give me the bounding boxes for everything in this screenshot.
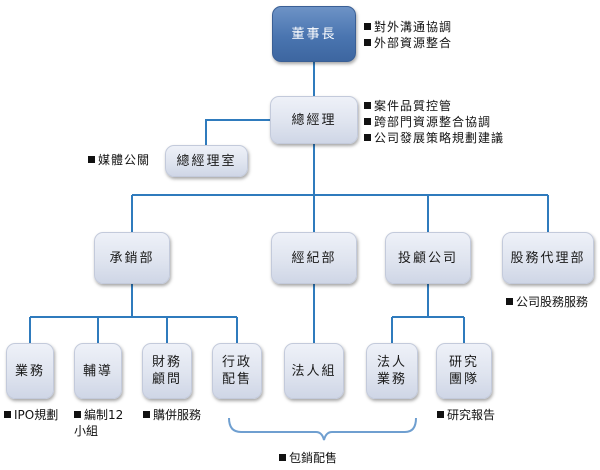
bullet-square-icon xyxy=(364,23,371,30)
bullet-square-icon xyxy=(143,411,150,418)
node-research-team: 研究 團隊 xyxy=(436,343,492,399)
node-admin-alloc: 行政 配售 xyxy=(212,343,262,399)
bullet-square-icon xyxy=(4,411,11,418)
notes-research-team: 研究報告 xyxy=(437,407,495,423)
notes-gm: 案件品質控管 跨部門資源整合協調 公司發展策略規劃建議 xyxy=(364,98,504,146)
node-fin-advisor: 財務 顧問 xyxy=(142,343,192,399)
bullet-square-icon xyxy=(437,411,444,418)
node-brokerage: 經紀部 xyxy=(271,232,357,284)
bullet-square-icon xyxy=(88,156,95,163)
notes-chairman: 對外溝通協調 外部資源整合 xyxy=(364,19,452,51)
bullet-square-icon xyxy=(364,102,371,109)
bullet-square-icon xyxy=(506,298,513,305)
notes-agency: 公司股務服務 xyxy=(506,294,588,310)
notes-counseling: 編制12 小組 xyxy=(74,408,124,438)
allocation-brace xyxy=(228,417,417,441)
bullet-square-icon xyxy=(364,118,371,125)
node-gm-office: 總經理室 xyxy=(165,145,248,177)
node-gm: 總經理 xyxy=(270,96,358,144)
node-corp-business: 法人 業務 xyxy=(366,343,418,399)
notes-gm-office: 媒體公關 xyxy=(88,152,150,168)
bullet-square-icon xyxy=(364,39,371,46)
bullet-square-icon xyxy=(74,411,81,418)
node-advisory: 投顧公司 xyxy=(385,232,471,284)
notes-fin-advisor: 購併服務 xyxy=(143,407,201,423)
node-business: 業務 xyxy=(6,343,54,399)
bullet-square-icon xyxy=(279,454,286,461)
node-counseling: 輔導 xyxy=(74,343,122,399)
bullet-square-icon xyxy=(364,134,371,141)
notes-brace: 包銷配售 xyxy=(279,450,337,466)
node-underwriting: 承銷部 xyxy=(94,232,170,284)
connector-gm-office xyxy=(205,119,270,145)
node-agency: 股務代理部 xyxy=(502,232,594,284)
node-chairman: 董事長 xyxy=(272,6,356,62)
notes-business: IPO規劃 xyxy=(4,407,58,423)
node-corp-group: 法人組 xyxy=(284,343,344,399)
